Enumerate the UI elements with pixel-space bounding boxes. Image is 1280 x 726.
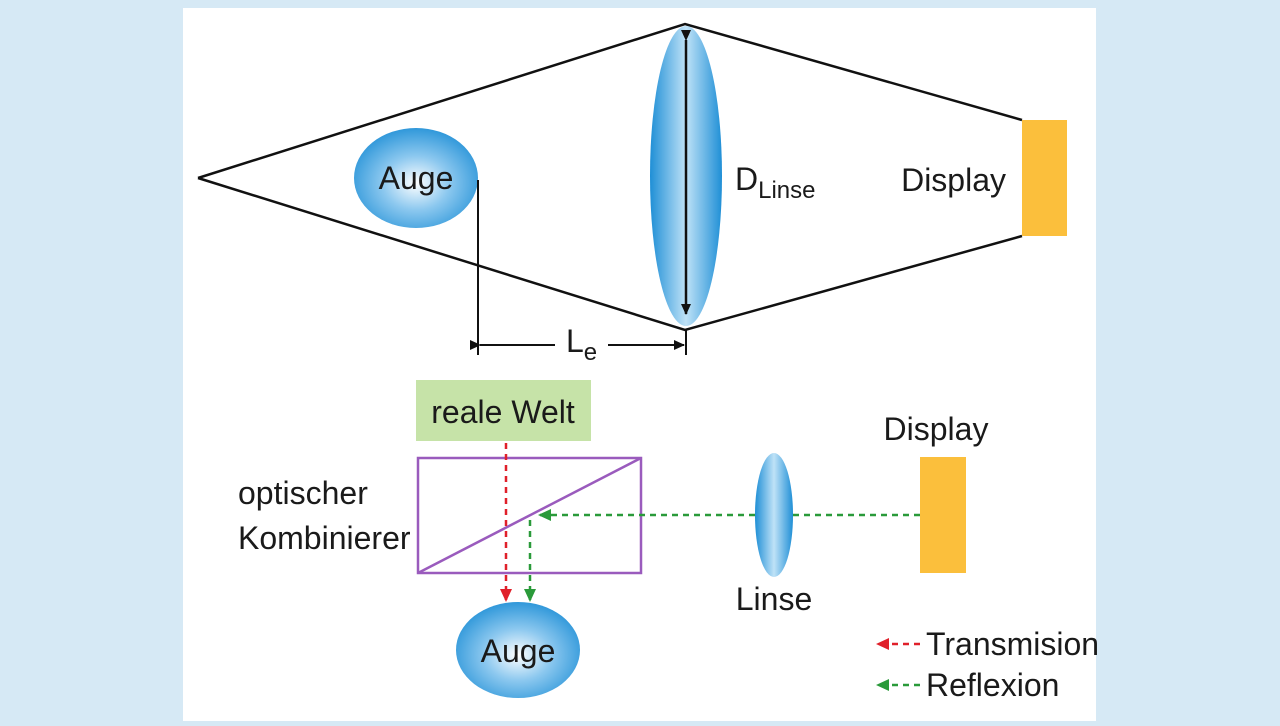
combiner-diagonal bbox=[417, 456, 642, 575]
eye-shape-bottom bbox=[456, 602, 580, 698]
eye-relief-label: Le bbox=[566, 323, 597, 366]
display-shape-bottom bbox=[920, 457, 966, 573]
combiner-label-line1: optischer bbox=[238, 475, 368, 511]
eye-label-bottom: Auge bbox=[481, 633, 556, 669]
upper-ray bbox=[197, 22, 1023, 180]
lens-diameter-label: DLinse bbox=[735, 161, 815, 204]
display-label-bottom: Display bbox=[884, 411, 989, 447]
legend-transmission-label: Transmision bbox=[926, 626, 1099, 662]
lens-label-bottom: Linse bbox=[736, 581, 813, 617]
combiner-label-line2: Kombinierer bbox=[238, 520, 411, 556]
top-diagram: Auge DLinse Display Le bbox=[197, 22, 1067, 366]
legend-reflection-label: Reflexion bbox=[926, 667, 1059, 703]
legend: Transmision Reflexion bbox=[876, 626, 1099, 703]
bottom-diagram: reale Welt optischer Kombinierer Auge Li… bbox=[238, 380, 988, 698]
lens-shape-bottom bbox=[755, 453, 793, 577]
display-shape-top bbox=[1022, 120, 1067, 236]
real-world-box bbox=[416, 380, 591, 441]
eye-shape-top bbox=[354, 128, 478, 228]
diagram-panel bbox=[183, 8, 1096, 721]
eye-label-top: Auge bbox=[379, 160, 454, 196]
real-world-label: reale Welt bbox=[431, 394, 575, 430]
display-label-top: Display bbox=[901, 162, 1006, 198]
